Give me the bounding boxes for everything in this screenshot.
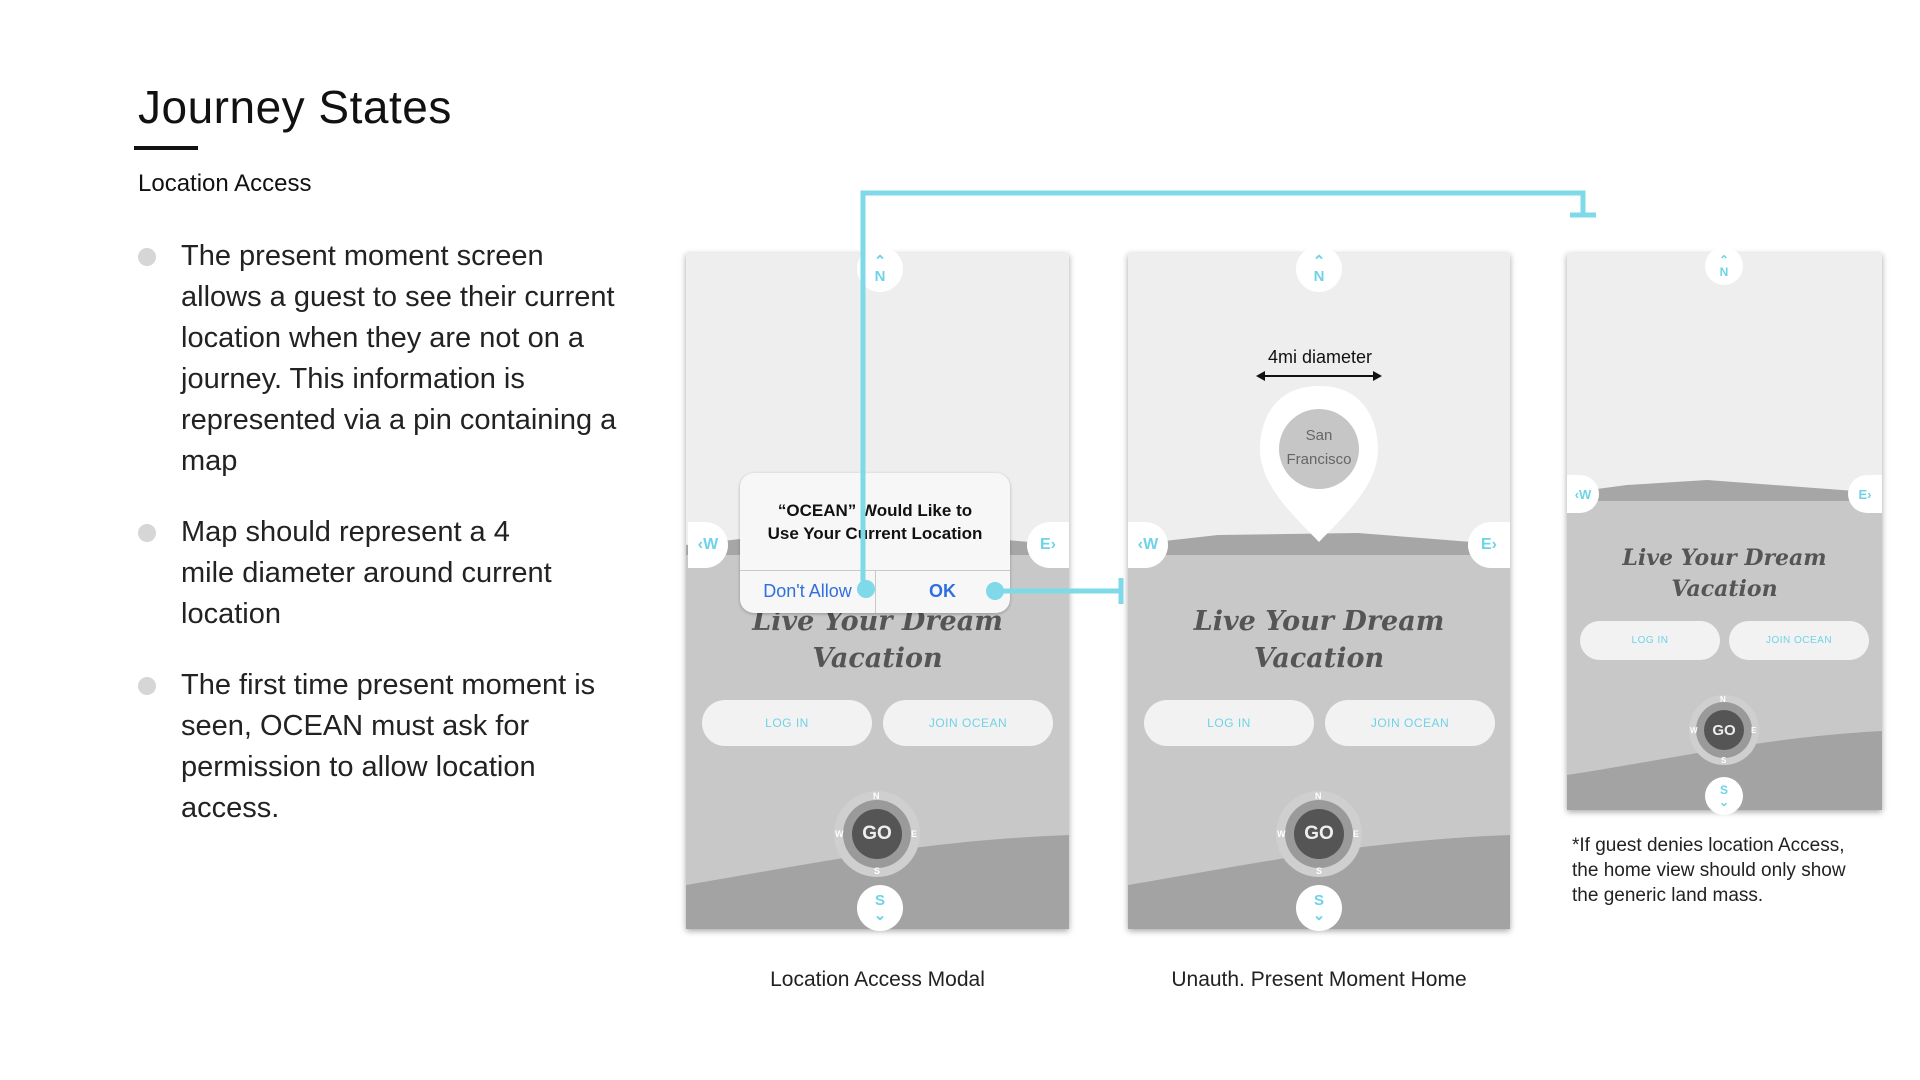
page-title: Journey States xyxy=(138,81,452,133)
join-ocean-button[interactable]: JOIN OCEAN xyxy=(883,700,1053,746)
chevron-down-icon: ⌄ xyxy=(873,907,887,924)
west-label: W xyxy=(1579,486,1592,502)
title-underline xyxy=(134,146,198,150)
go-compass-button[interactable]: GO N S E W xyxy=(834,791,920,877)
compass-n: N xyxy=(1315,791,1322,801)
chevron-right-icon: › xyxy=(1050,536,1056,553)
chevron-up-icon: ⌃ xyxy=(1312,253,1326,270)
go-label: GO xyxy=(1704,710,1744,750)
north-label: N xyxy=(1719,265,1729,279)
chevron-up-icon: ⌃ xyxy=(1718,253,1730,267)
hero-headline: Live Your Dream Vacation xyxy=(1567,543,1882,605)
login-button[interactable]: LOG IN xyxy=(1580,621,1720,660)
login-button[interactable]: LOG IN xyxy=(1144,700,1314,746)
caption-location-modal: Location Access Modal xyxy=(770,968,985,991)
dialog-message-line: Use Your Current Location xyxy=(767,524,983,543)
east-label: E xyxy=(1040,536,1051,553)
south-label: S xyxy=(1313,892,1324,909)
go-label: GO xyxy=(1294,809,1344,859)
bullet-dot-icon xyxy=(138,677,156,695)
headline-line: Live Your Dream xyxy=(1193,606,1445,637)
compass-e: E xyxy=(1353,829,1360,839)
pin-city-line: Francisco xyxy=(1286,451,1352,468)
compass-w: W xyxy=(1277,829,1286,839)
west-nav-button[interactable]: ‹W xyxy=(688,522,728,568)
bullet-list: The present moment screen allows a guest… xyxy=(138,236,618,859)
south-nav-button[interactable]: S ⌄ xyxy=(857,885,903,931)
east-nav-button[interactable]: E› xyxy=(1468,522,1510,568)
compass-e: E xyxy=(911,829,918,839)
east-nav-button[interactable]: E› xyxy=(1848,475,1882,513)
north-nav-button[interactable]: ⌃ N xyxy=(857,246,903,292)
dont-allow-button[interactable]: Don't Allow xyxy=(763,581,852,601)
north-label: N xyxy=(1313,268,1325,285)
location-permission-dialog: “OCEAN” Would Like to Use Your Current L… xyxy=(740,473,1010,613)
south-nav-button[interactable]: S ⌄ xyxy=(1705,777,1743,815)
section-subtitle: Location Access xyxy=(138,170,312,197)
north-nav-button[interactable]: ⌃ N xyxy=(1296,246,1342,292)
west-label: W xyxy=(1143,536,1159,553)
compass-n: N xyxy=(1720,695,1726,704)
east-label: E xyxy=(1858,486,1868,502)
headline-line: Vacation xyxy=(1671,576,1778,602)
dialog-message: “OCEAN” Would Like to Use Your Current L… xyxy=(740,499,1010,545)
bullet-dot-icon xyxy=(138,248,156,266)
chevron-down-icon: ⌄ xyxy=(1718,795,1730,809)
join-ocean-button[interactable]: JOIN OCEAN xyxy=(1729,621,1869,660)
distance-label: 4mi diameter xyxy=(1267,347,1373,367)
chevron-up-icon: ⌃ xyxy=(873,253,887,270)
south-nav-button[interactable]: S ⌄ xyxy=(1296,885,1342,931)
login-button[interactable]: LOG IN xyxy=(702,700,872,746)
phone-generic-land-mass: Live Your Dream Vacation LOG IN JOIN OCE… xyxy=(1567,253,1882,810)
ok-button[interactable]: OK xyxy=(929,581,956,601)
go-label: GO xyxy=(852,809,902,859)
north-nav-button[interactable]: ⌃ N xyxy=(1705,247,1743,285)
chevron-left-icon: ‹ xyxy=(697,536,704,553)
compass-w: W xyxy=(835,829,844,839)
join-ocean-button[interactable]: JOIN OCEAN xyxy=(1325,700,1495,746)
bullet-item: The first time present moment is seen, O… xyxy=(138,665,621,829)
south-label: S xyxy=(1719,783,1728,797)
chevron-right-icon: › xyxy=(1867,486,1872,502)
pin-city-label: San Francisco xyxy=(1269,424,1369,472)
headline-line: Live Your Dream xyxy=(1622,545,1827,571)
bullet-item: Map should represent a 4 mile diameter a… xyxy=(138,512,561,635)
compass-e: E xyxy=(1751,726,1757,735)
go-compass-button[interactable]: GO N S E W xyxy=(1276,791,1362,877)
go-compass-button[interactable]: GO N S E W xyxy=(1689,695,1759,765)
caption-present-moment: Unauth. Present Moment Home xyxy=(1171,968,1467,991)
bullet-dot-icon xyxy=(138,524,156,542)
headline-line: Vacation xyxy=(1253,643,1385,674)
east-nav-button[interactable]: E› xyxy=(1027,522,1069,568)
headline-line: Vacation xyxy=(812,643,943,674)
bullet-text: The first time present moment is seen, O… xyxy=(181,669,596,824)
compass-w: W xyxy=(1690,726,1698,735)
bullet-item: The present moment screen allows a guest… xyxy=(138,236,618,482)
compass-s: S xyxy=(1721,756,1727,765)
denied-location-note: *If guest denies location Access, the ho… xyxy=(1572,835,1846,906)
hero-headline: Live Your Dream Vacation xyxy=(686,603,1069,677)
west-label: W xyxy=(703,536,719,553)
hero-headline: Live Your Dream Vacation xyxy=(1128,603,1510,677)
east-label: E xyxy=(1481,536,1492,553)
pin-city-line: San xyxy=(1305,427,1333,444)
bullet-text: Map should represent a 4 mile diameter a… xyxy=(181,516,552,630)
compass-n: N xyxy=(873,791,880,801)
chevron-right-icon: › xyxy=(1491,536,1497,553)
compass-s: S xyxy=(874,866,881,876)
dialog-message-line: “OCEAN” Would Like to xyxy=(777,501,973,520)
compass-s: S xyxy=(1316,866,1323,876)
south-label: S xyxy=(874,892,885,909)
north-label: N xyxy=(874,268,886,285)
bullet-text: The present moment screen allows a guest… xyxy=(181,240,617,477)
dialog-button-divider xyxy=(875,570,876,613)
chevron-down-icon: ⌄ xyxy=(1312,907,1326,924)
